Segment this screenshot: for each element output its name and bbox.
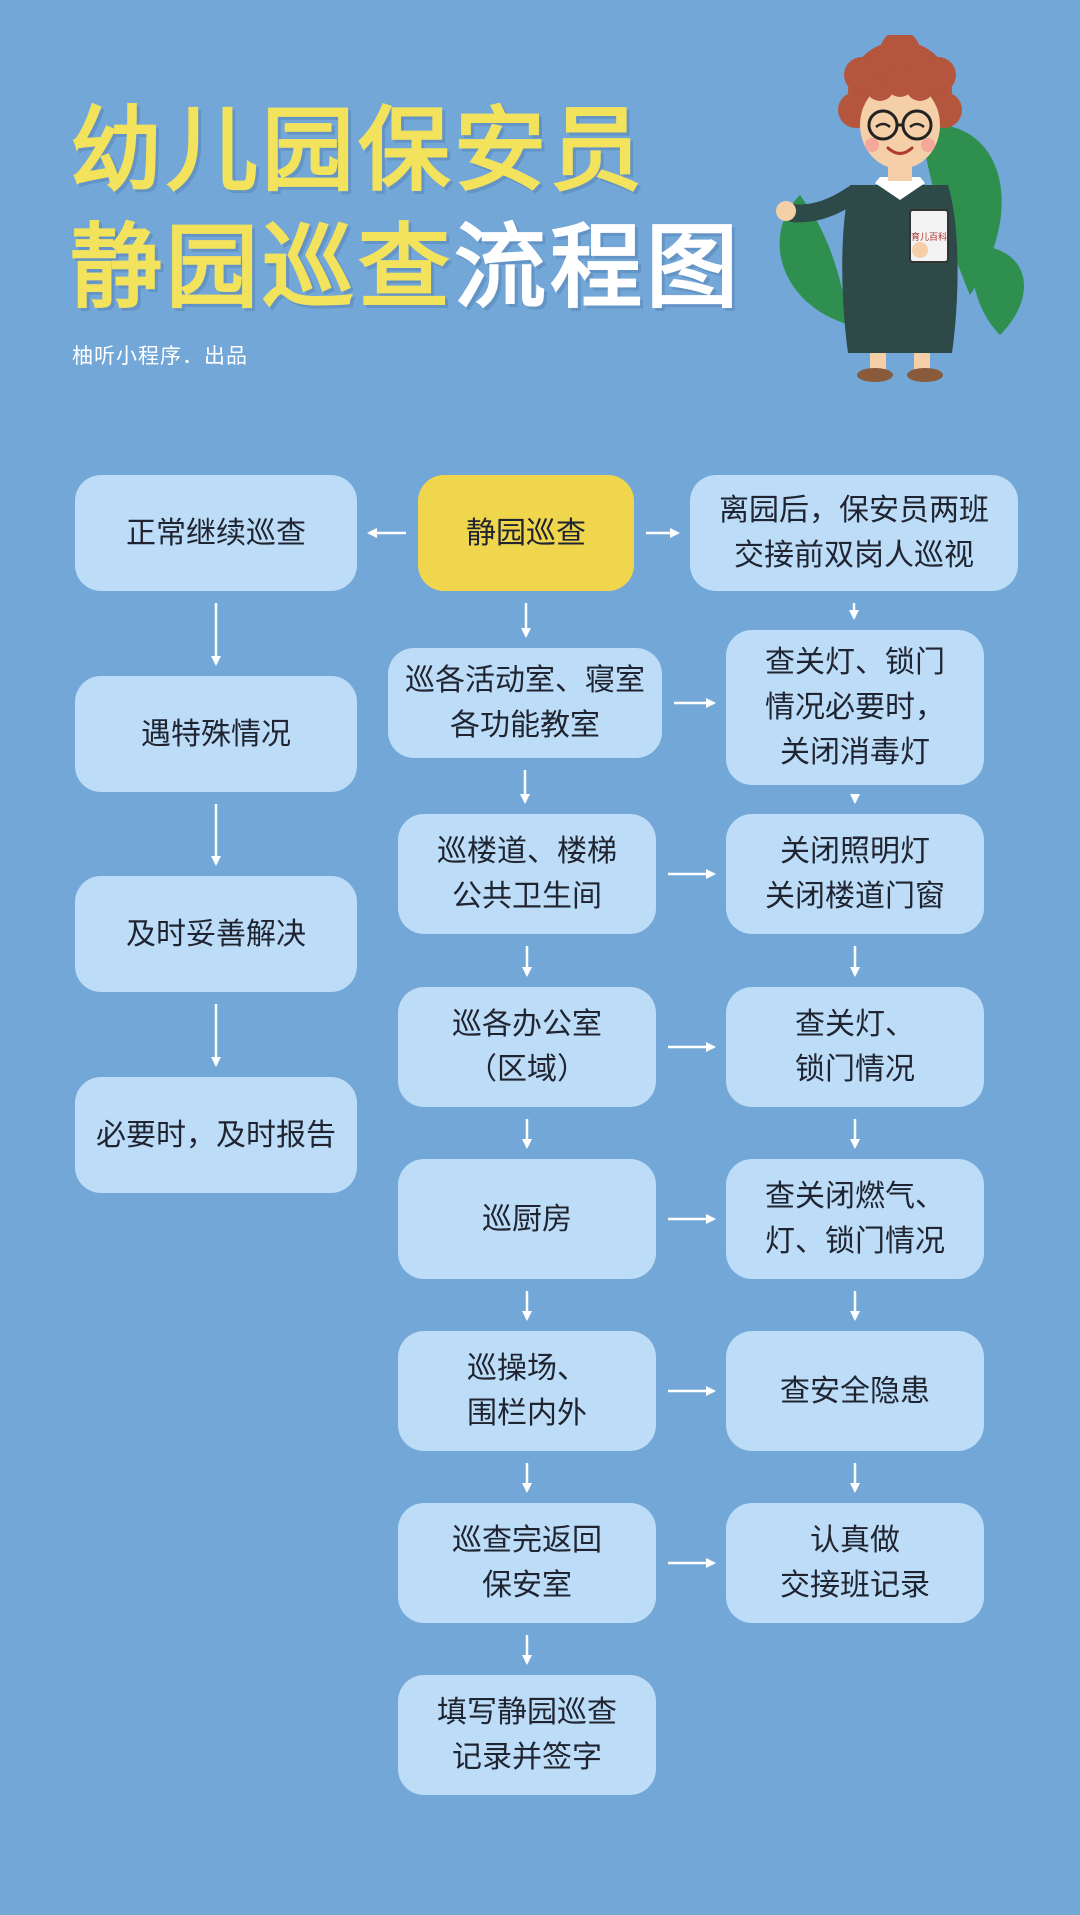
title-yellow-part: 静园巡查 bbox=[70, 214, 455, 321]
node-mid-4: 巡厨房 bbox=[398, 1159, 656, 1279]
node-mid-6: 巡查完返回 保安室 bbox=[398, 1503, 656, 1623]
title-white-part: 流程图 bbox=[454, 214, 743, 321]
node-mid-2: 巡楼道、楼梯 公共卫生间 bbox=[398, 814, 656, 934]
node-right-1: 查关灯、锁门 情况必要时， 关闭消毒灯 bbox=[726, 630, 984, 785]
node-left-1: 正常继续巡查 bbox=[75, 475, 357, 591]
node-start: 静园巡查 bbox=[418, 475, 634, 591]
credit-text: 柚听小程序．出品 bbox=[72, 344, 248, 368]
node-right-0: 离园后，保安员两班 交接前双岗人巡视 bbox=[690, 475, 1018, 591]
node-right-6: 认真做 交接班记录 bbox=[726, 1503, 984, 1623]
teacher-illustration: 育儿百科 bbox=[776, 35, 1024, 382]
title-line-2: 静园巡查流程图 bbox=[70, 222, 742, 314]
leaves-decoration bbox=[779, 124, 1024, 335]
node-left-2: 遇特殊情况 bbox=[75, 676, 357, 792]
node-mid-5: 巡操场、 围栏内外 bbox=[398, 1331, 656, 1451]
node-right-3: 查关灯、 锁门情况 bbox=[726, 987, 984, 1107]
node-left-4: 必要时，及时报告 bbox=[75, 1077, 357, 1193]
node-mid-3: 巡各办公室 （区域） bbox=[398, 987, 656, 1107]
node-mid-1: 巡各活动室、寝室 各功能教室 bbox=[388, 648, 662, 758]
node-left-3: 及时妥善解决 bbox=[75, 876, 357, 992]
node-mid-7: 填写静园巡查 记录并签字 bbox=[398, 1675, 656, 1795]
node-right-4: 查关闭燃气、 灯、锁门情况 bbox=[726, 1159, 984, 1279]
node-right-2: 关闭照明灯 关闭楼道门窗 bbox=[726, 814, 984, 934]
node-right-5: 查安全隐患 bbox=[726, 1331, 984, 1451]
book-label: 育儿百科 bbox=[911, 231, 947, 243]
title-line-1: 幼儿园保安员 bbox=[70, 97, 647, 204]
